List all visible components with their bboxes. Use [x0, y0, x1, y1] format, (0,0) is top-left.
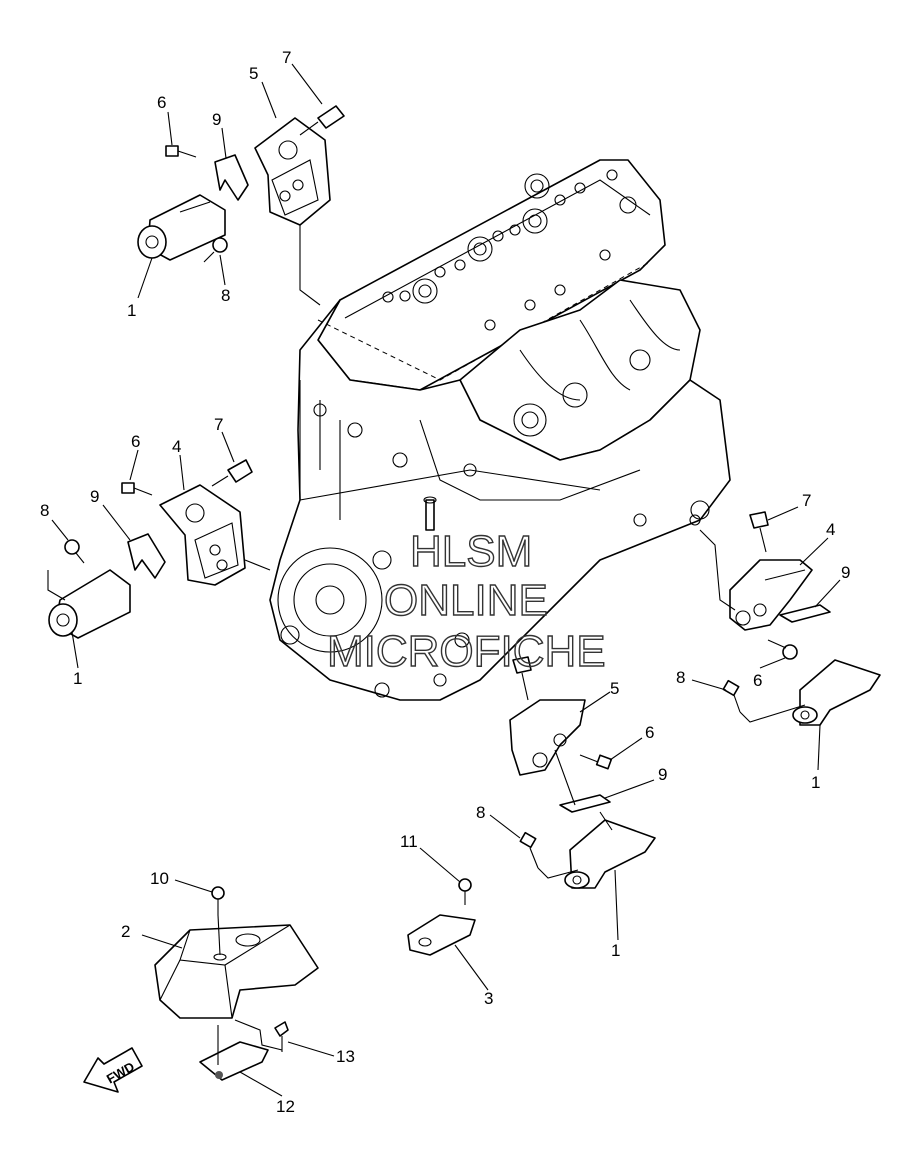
middle-left-mount-assembly	[47, 459, 271, 639]
callout-5: 5	[610, 679, 619, 698]
right-mount-assembly	[699, 511, 881, 726]
center-lower-mount-assembly	[509, 656, 656, 889]
bolt-8-upper	[203, 237, 228, 263]
watermark-line3: MICROFICHE	[327, 627, 606, 676]
callout-6: 6	[645, 723, 654, 742]
bottom-parts: FWD	[83, 878, 476, 1093]
engine-block	[269, 159, 731, 701]
callout-8: 8	[221, 286, 230, 305]
callout-8: 8	[676, 668, 685, 687]
callout-13: 13	[336, 1047, 355, 1066]
callout-6: 6	[157, 93, 166, 112]
callout-10: 10	[150, 869, 169, 888]
callout-6: 6	[753, 671, 762, 690]
callout-9: 9	[658, 765, 667, 784]
callout-9: 9	[212, 110, 221, 129]
callout-1: 1	[811, 773, 820, 792]
callout-9: 9	[841, 563, 850, 582]
head-ports	[382, 169, 637, 331]
callout-7: 7	[282, 48, 291, 67]
engine-mount-1-upper	[137, 194, 226, 261]
callout-8: 8	[476, 803, 485, 822]
callout-7: 7	[802, 491, 811, 510]
callout-4: 4	[172, 437, 181, 456]
callout-5: 5	[249, 64, 258, 83]
callout-1: 1	[127, 301, 136, 320]
callout-11: 11	[400, 832, 418, 851]
bolt-6-upper	[165, 145, 197, 158]
upper-mount-assembly	[137, 105, 345, 306]
watermark-line1: HLSM	[410, 527, 532, 576]
watermark-line2: ONLINE	[384, 576, 548, 625]
leader-lines	[51, 63, 841, 1097]
callout-4: 4	[826, 520, 835, 539]
fwd-arrow-icon: FWD	[83, 1047, 143, 1093]
callout-1: 1	[611, 941, 620, 960]
callout-1: 1	[73, 669, 82, 688]
callout-7: 7	[214, 415, 223, 434]
watermark: HLSM ONLINE MICROFICHE	[326, 526, 606, 676]
callout-6: 6	[131, 432, 140, 451]
callout-12: 12	[276, 1097, 295, 1116]
callout-9: 9	[90, 487, 99, 506]
callout-8: 8	[40, 501, 49, 520]
callout-3: 3	[484, 989, 493, 1008]
bolt-7-upper	[299, 105, 345, 136]
callout-2: 2	[121, 922, 130, 941]
callout-numbers: 5 7 6 9 8 1 6 4 7 8 9 1 7 4 9 6 8 1 5 6 …	[40, 48, 850, 1116]
flywheel-cover	[277, 547, 392, 698]
